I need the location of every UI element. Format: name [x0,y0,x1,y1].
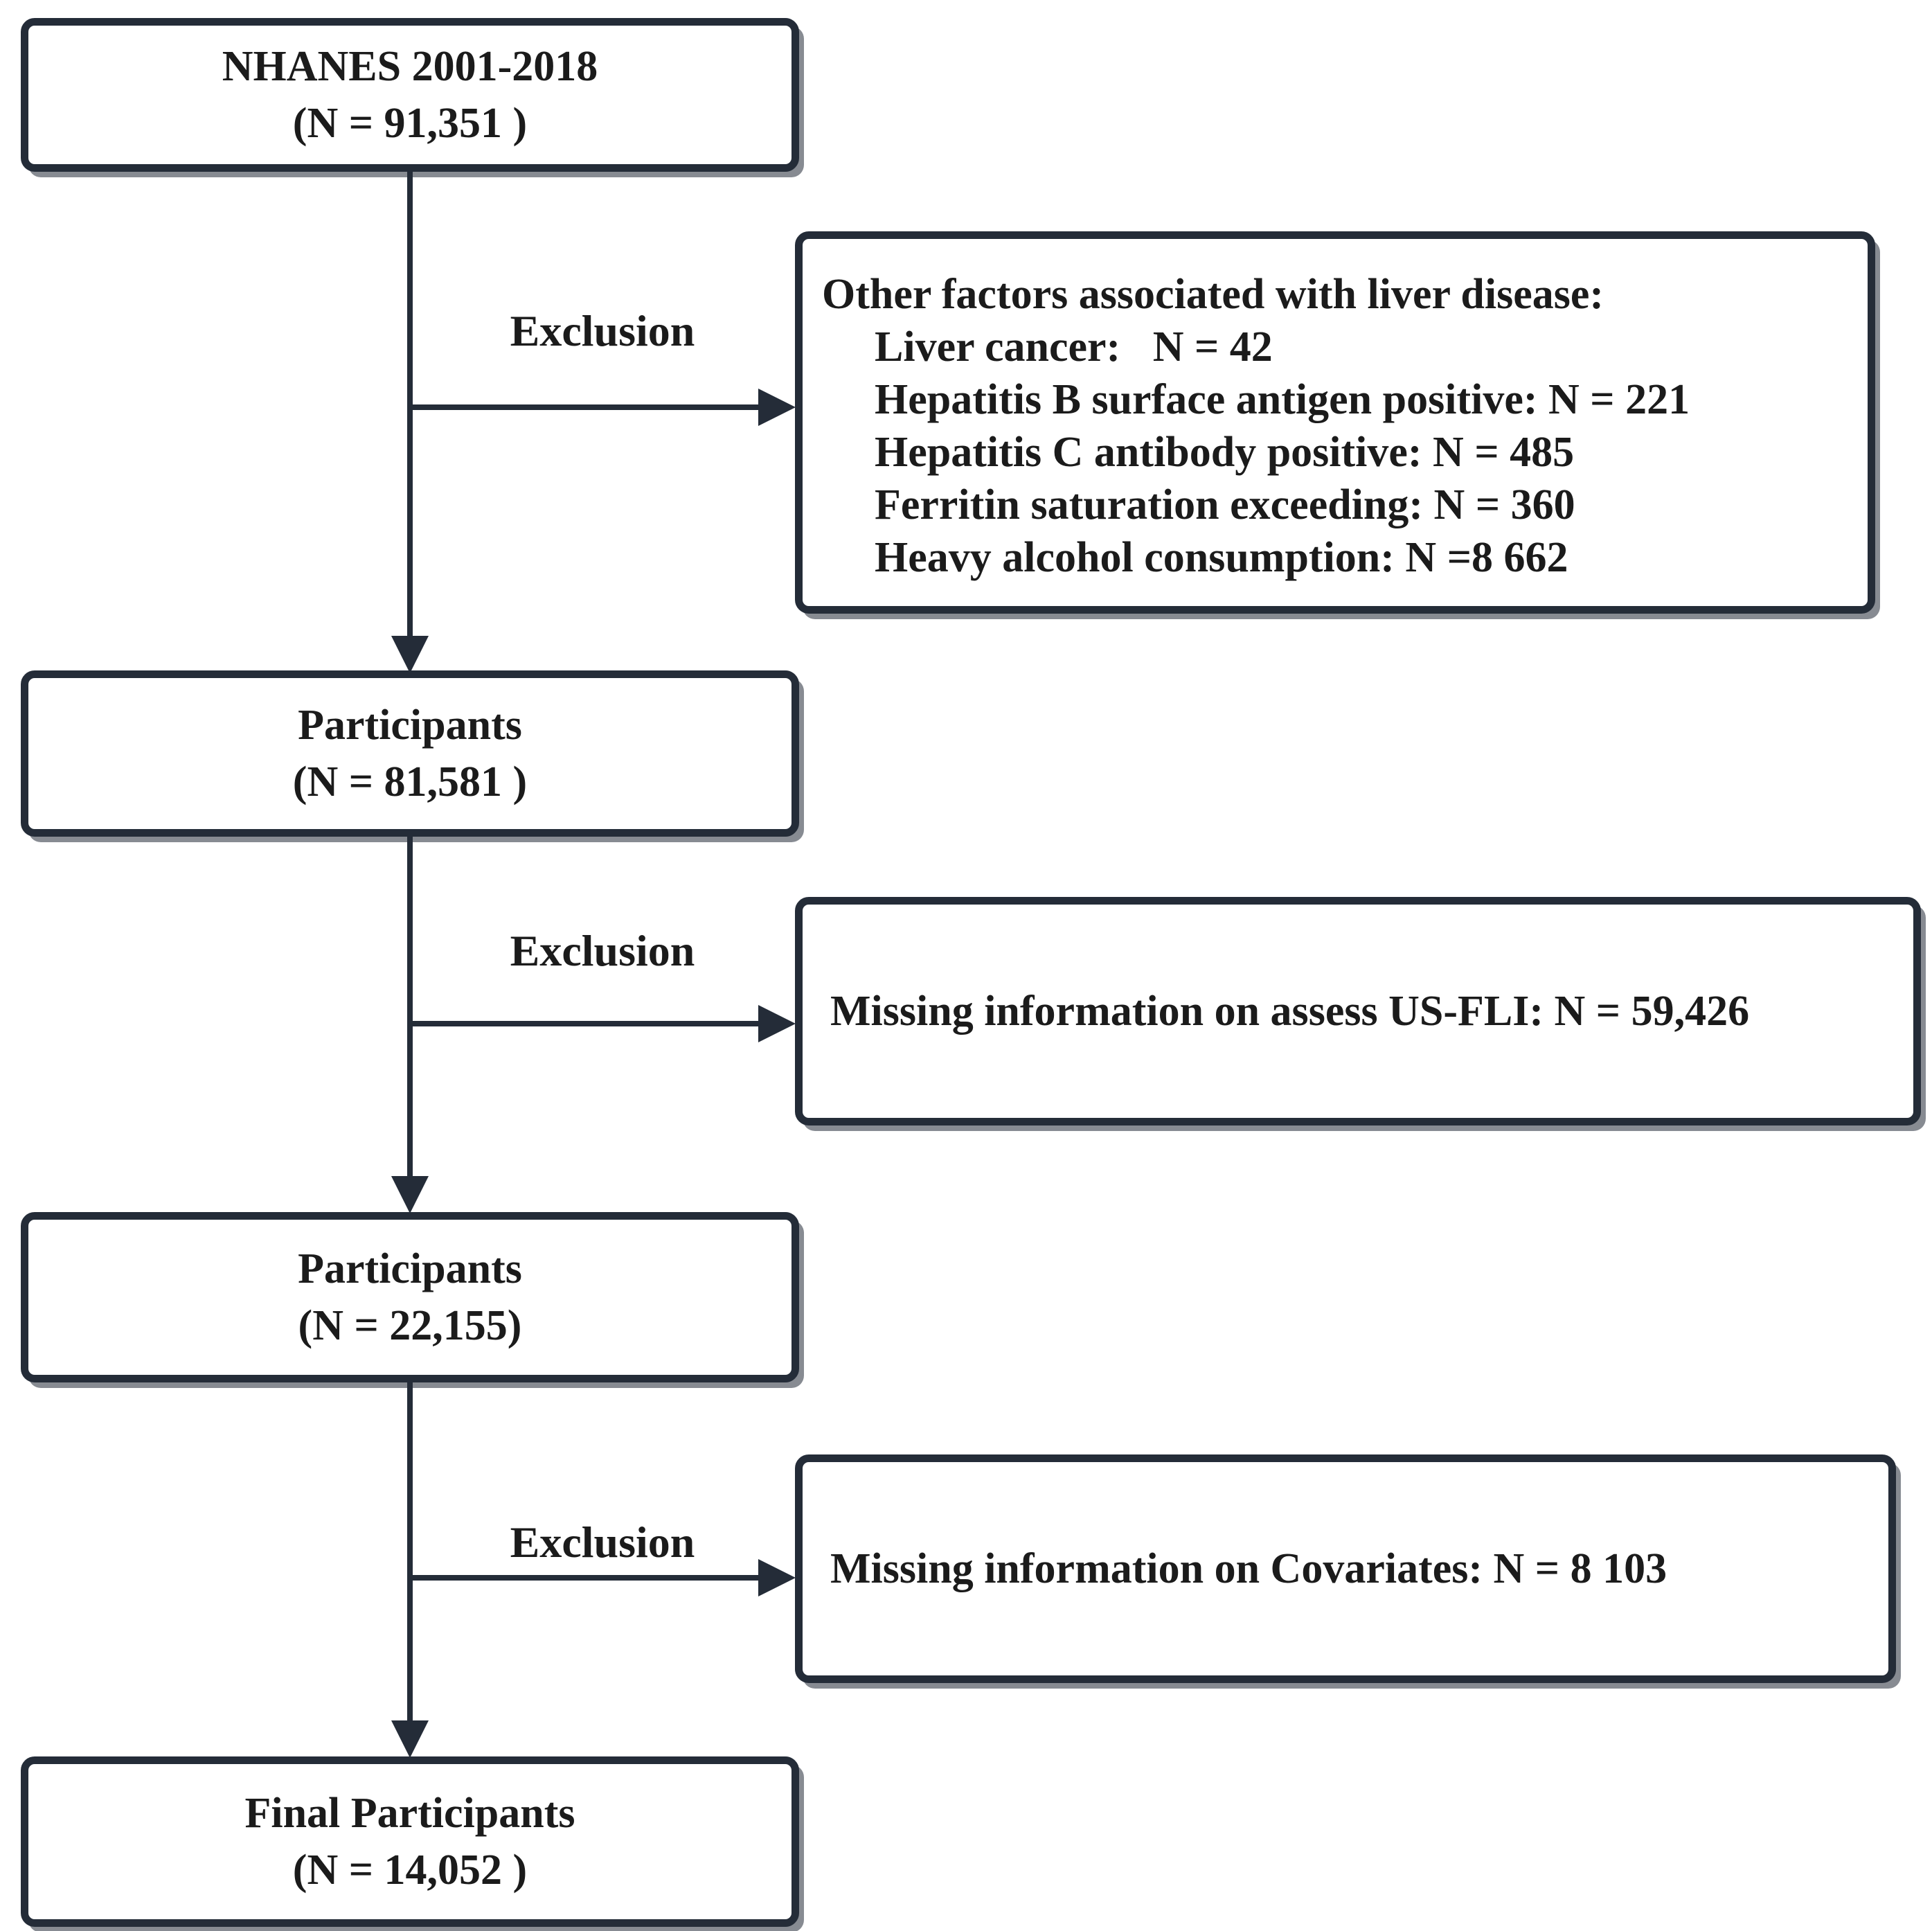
flow-box-participants-2: Participants (N = 22,155) [21,1212,799,1382]
exclusion-box-1-item: Hepatitis B surface antigen positive: N … [875,376,1690,423]
flow-box-final-count: (N = 14,052 ) [292,1847,528,1894]
arrowhead-right-2 [758,1005,796,1042]
exclusion-label-2: Exclusion [510,926,695,975]
exclusion-label-1: Exclusion [510,306,695,355]
arrowhead-down-3 [391,1720,429,1758]
flow-box-participants-1: Participants (N = 81,581 ) [21,670,799,837]
exclusion-box-3: Missing information on Covariates: N = 8… [795,1454,1896,1683]
connector-line-participants-1-to-2 [407,837,413,1179]
arrowhead-right-3 [758,1559,796,1596]
arrowhead-down-1 [391,636,429,673]
flow-box-participants-1-title: Participants [298,702,522,749]
branch-line-exclusion-3 [410,1575,762,1581]
flow-box-participants-2-title: Participants [298,1245,522,1292]
exclusion-box-3-item: Missing information on Covariates: N = 8… [830,1545,1667,1592]
exclusion-box-1-item: Liver cancer: N = 42 [875,323,1273,371]
flow-box-final: Final Participants (N = 14,052 ) [21,1756,799,1927]
exclusion-box-2: Missing information on assess US-FLI: N … [795,897,1921,1125]
exclusion-box-1-item: Ferritin saturation exceeding: N = 360 [875,481,1575,528]
flow-box-participants-1-count: (N = 81,581 ) [292,758,528,806]
flow-box-final-title: Final Participants [244,1790,575,1837]
exclusion-box-1-item: Heavy alcohol consumption: N =8 662 [875,534,1568,581]
exclusion-box-1: Other factors associated with liver dise… [795,231,1875,614]
flow-box-source-count: (N = 91,351 ) [292,100,528,147]
exclusion-box-2-item: Missing information on assess US-FLI: N … [830,988,1750,1035]
branch-line-exclusion-1 [410,404,762,410]
flow-box-source-title: NHANES 2001-2018 [222,43,598,90]
flow-box-participants-2-count: (N = 22,155) [298,1302,522,1349]
branch-line-exclusion-2 [410,1021,762,1026]
exclusion-box-1-item: Hepatitis C antibody positive: N = 485 [875,429,1575,476]
exclusion-box-1-heading: Other factors associated with liver dise… [822,271,1604,318]
exclusion-label-3: Exclusion [510,1518,695,1567]
flow-box-source: NHANES 2001-2018 (N = 91,351 ) [21,18,799,172]
connector-line-participants-2-to-final [407,1382,413,1722]
arrowhead-right-1 [758,389,796,426]
arrowhead-down-2 [391,1176,429,1213]
